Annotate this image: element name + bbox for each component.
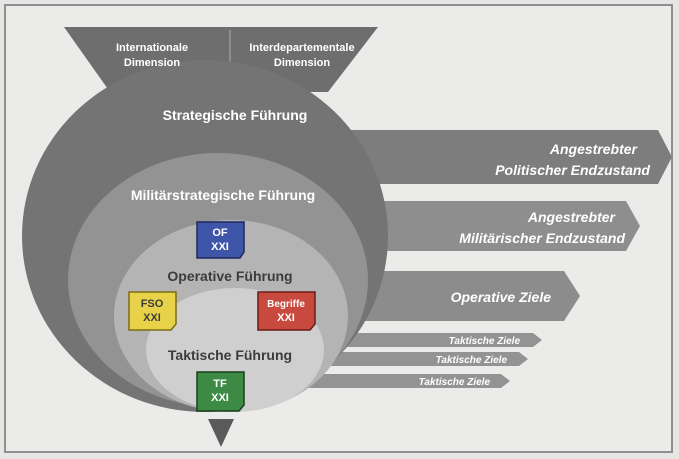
document-fso-label-2: XXI [143, 312, 161, 324]
document-tf-icon: TF XXI [196, 371, 245, 412]
label-tactical: Taktische Führung [168, 347, 292, 363]
label-military-strategic: Militärstrategische Führung [131, 187, 315, 203]
funnel-left-label-2: Dimension [124, 57, 181, 69]
label-military-1: Angestrebter [527, 209, 617, 225]
label-operative: Operative Führung [167, 268, 292, 284]
document-begriffe-label-2: XXI [277, 312, 295, 324]
label-military-2: Militärischer Endzustand [459, 230, 625, 246]
label-tactical-goals-2: Taktische Ziele [436, 355, 508, 366]
label-strategic: Strategische Führung [163, 107, 308, 123]
document-fso-icon: FSO XXI [128, 291, 177, 331]
funnel-right-label-2: Dimension [274, 57, 331, 69]
label-political-2: Politischer Endzustand [495, 162, 650, 178]
document-fso-label-1: FSO [141, 298, 164, 310]
document-begriffe-label-1: Begriffe [267, 299, 305, 310]
document-tf-label-1: TF [213, 378, 227, 390]
label-political-1: Angestrebter [549, 141, 639, 157]
document-tf-label-2: XXI [211, 392, 229, 404]
bottom-arrowhead [208, 419, 234, 447]
funnel-right-label-1: Interdepartementale [249, 42, 354, 54]
funnel-left-label-1: Internationale [116, 42, 188, 54]
label-tactical-goals-1: Taktische Ziele [449, 336, 521, 347]
document-of-label-1: OF [212, 227, 228, 239]
document-begriffe-icon: Begriffe XXI [257, 291, 316, 331]
document-of-icon: OF XXI [196, 221, 245, 259]
label-tactical-goals-3: Taktische Ziele [419, 377, 491, 388]
label-operative-goals: Operative Ziele [451, 289, 552, 305]
document-of-label-2: XXI [211, 241, 229, 253]
